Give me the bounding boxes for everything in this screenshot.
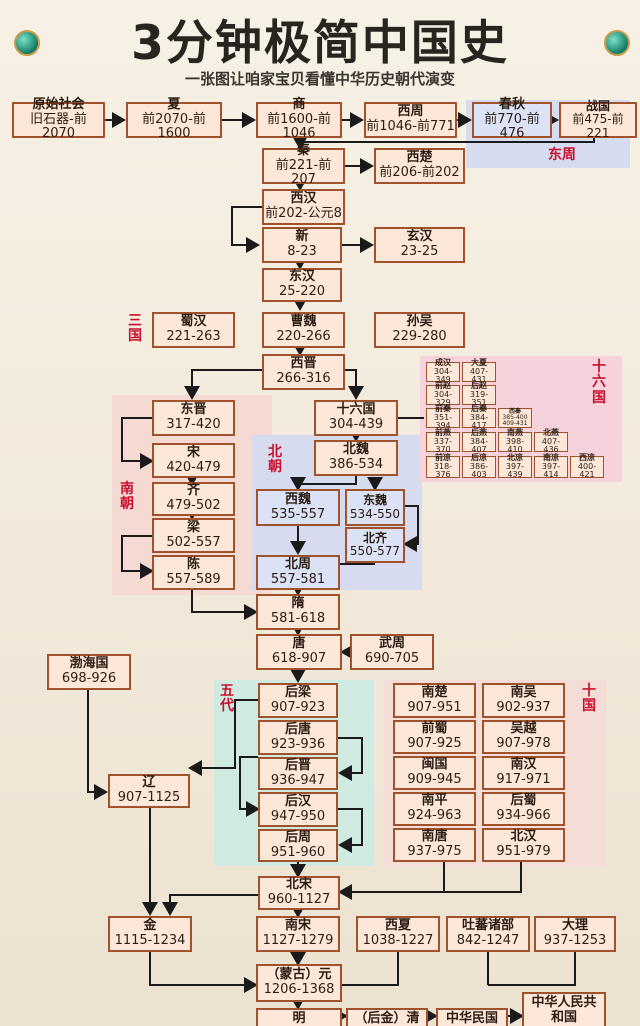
page-subtitle: 一张图让咱家宝贝看懂中华历史朝代演变 <box>184 70 455 88</box>
dynasty-box-prc: 中华人民共和国 <box>522 992 606 1026</box>
dynasty-box-shang: 商前1600-前1046 <box>256 98 342 141</box>
dynasty-box-zhonghua-minguo: 中华民国 <box>436 1008 508 1026</box>
dynasty-box-xizhou: 西周前1046-前771 <box>364 102 457 138</box>
dynasty-box-xia: 夏前2070-前1600 <box>126 98 222 141</box>
label-wudai: 五代 <box>220 683 234 715</box>
page-title: 3分钟极简中国史 <box>131 16 509 71</box>
label-dongzhou: 东周 <box>548 147 576 163</box>
dynasty-box-xihan: 西汉前202-公元8 <box>262 189 345 225</box>
label-shiliuguo: 十六国 <box>592 359 606 406</box>
dynasty-box-qing: （后金）清 <box>346 1008 428 1026</box>
jade-ornament-icon <box>604 30 630 56</box>
dynasty-box-chunqiu: 春秋前770-前476 <box>472 98 552 141</box>
label-nanchao: 南朝 <box>120 481 134 513</box>
dynasty-box-yuanshi: 原始社会旧石器-前2070 <box>12 98 105 141</box>
dynasty-box-qin: 秦前221-前207 <box>262 144 345 187</box>
jade-ornament-icon <box>14 30 40 56</box>
label-sanguo: 三国 <box>128 313 142 345</box>
label-beichao: 北朝 <box>268 444 282 476</box>
label-shiguo: 十国 <box>582 683 596 715</box>
dynasty-box-xichu: 西楚前206-前202 <box>374 148 465 184</box>
dynasty-box-ming: 明 <box>256 1008 342 1026</box>
dynasty-box-zhanguo: 战国前475-前221 <box>559 99 637 139</box>
